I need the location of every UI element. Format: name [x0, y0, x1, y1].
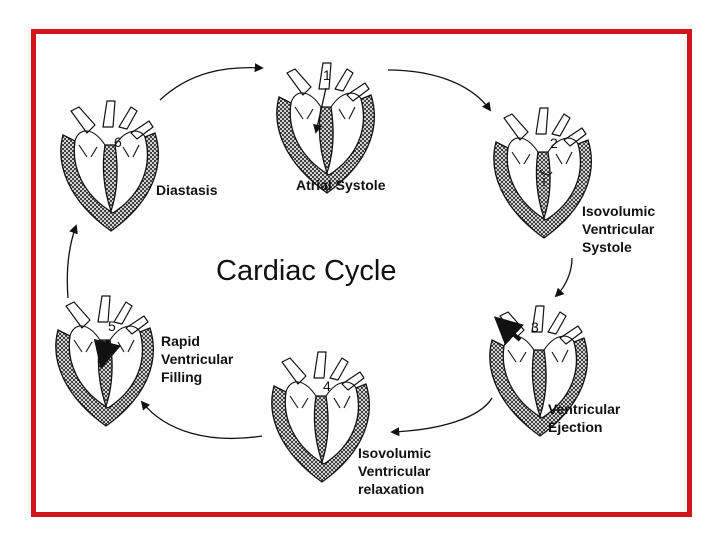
closed-valve-mark: [539, 169, 553, 186]
phase-label-4-line-3: relaxation: [358, 481, 424, 497]
phase-number-4: 4: [323, 378, 331, 394]
phase-label-2-line-2: Ventricular: [582, 221, 655, 237]
phase-label-4-line-1: Isovolumic: [358, 445, 431, 461]
phase-label-5-line-3: Filling: [161, 369, 202, 385]
heart-phase-6: [60, 100, 159, 232]
cycle-arrow-3-to-4: [390, 397, 493, 437]
flow-arrow-1: [313, 87, 327, 134]
phase-label-3-line-1: Ventricular: [548, 401, 621, 417]
phase-number-1: 1: [323, 67, 331, 83]
diagram-title: Cardiac Cycle: [216, 255, 397, 287]
phase-number-5: 5: [108, 318, 116, 334]
cycle-arrow-1-to-2: [387, 69, 492, 112]
phase-label-4-line-2: Ventricular: [358, 463, 431, 479]
heart-phase-4: [271, 351, 370, 483]
cycle-arrow-2-to-3: [554, 257, 573, 298]
phase-label-5-line-1: Rapid: [161, 333, 200, 349]
phase-label-3-line-2: Ejection: [548, 419, 602, 435]
phase-label-6: Diastasis: [156, 182, 218, 198]
cycle-arrow-5-to-6: [66, 224, 78, 299]
cycle-arrow-6-to-1: [159, 63, 264, 101]
flow-arrow-3: [493, 316, 524, 346]
phase-number-6: 6: [114, 134, 122, 150]
phase-label-2-line-1: Isovolumic: [582, 203, 655, 219]
phase-label-1: Atrial Systole: [296, 177, 386, 193]
phase-number-2: 2: [550, 135, 558, 151]
phase-number-3: 3: [531, 319, 539, 335]
phase-label-5-line-2: Ventricular: [161, 351, 234, 367]
phase-label-2-line-3: Systole: [582, 239, 632, 255]
flow-arrow-5: [93, 338, 122, 370]
cycle-arrow-4-to-5: [140, 400, 263, 439]
